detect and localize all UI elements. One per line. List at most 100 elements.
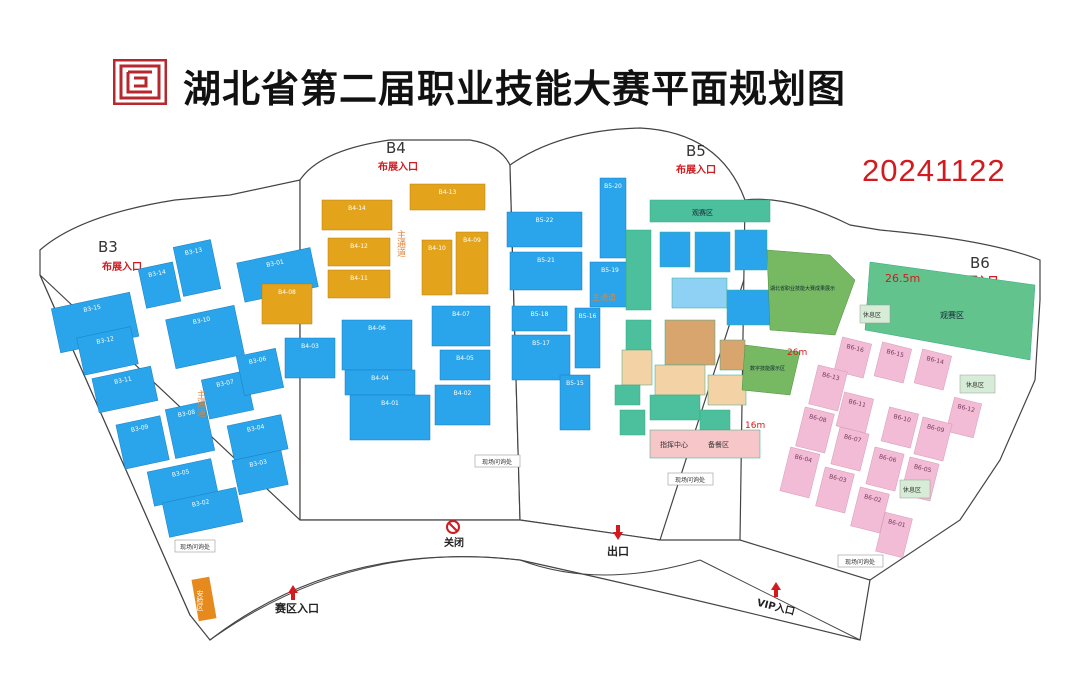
booth-b3-03 bbox=[231, 449, 289, 496]
booth-label-b6-10: B6-10 bbox=[893, 413, 912, 424]
booth-b3-08 bbox=[164, 401, 216, 459]
booth-label-b4-06: B4-06 bbox=[368, 325, 386, 332]
exit-label: 出口 bbox=[607, 544, 629, 558]
booth-label-b3-04: B3-04 bbox=[246, 423, 265, 434]
booth-label-b4-03: B4-03 bbox=[301, 343, 319, 350]
info-desk-2 bbox=[474, 454, 521, 468]
booth-label-b6-01: B6-01 bbox=[887, 518, 906, 529]
booth-b5-20 bbox=[599, 177, 627, 259]
booth-b3-13 bbox=[172, 239, 222, 297]
security-area bbox=[191, 576, 217, 622]
booth-label-b6-03: B6-03 bbox=[828, 473, 847, 484]
booth-label-b4-14: B4-14 bbox=[348, 205, 366, 212]
info-desk-4-label: 现场问询处 bbox=[845, 558, 875, 566]
booth-label-b4-02: B4-02 bbox=[454, 390, 472, 397]
booth-b6-08 bbox=[795, 406, 835, 454]
booth-b3-10 bbox=[165, 304, 245, 370]
b6-dim-265: 26.5m bbox=[885, 272, 920, 285]
hall-b6-label: B6 bbox=[970, 254, 990, 272]
booth-label-b3-11: B3-11 bbox=[114, 375, 133, 386]
booth-b6-09 bbox=[913, 416, 953, 462]
booth-label-b6-13: B6-13 bbox=[821, 371, 840, 382]
booth-label-b3-03: B3-03 bbox=[249, 458, 268, 469]
booth-b4-04 bbox=[344, 369, 416, 396]
booth-label-b3-07: B3-07 bbox=[216, 378, 235, 389]
booth-b6-15 bbox=[873, 341, 912, 384]
rest-area-3-label: 休息区 bbox=[903, 486, 921, 494]
dim-26m: 26m bbox=[787, 348, 807, 358]
aisle-label-1: 主通道 bbox=[395, 229, 406, 258]
booth-label-b6-07: B6-07 bbox=[843, 433, 862, 444]
booth-b6-10 bbox=[880, 406, 919, 449]
booth-label-b4-10: B4-10 bbox=[428, 245, 446, 252]
booth-b6-06 bbox=[865, 446, 905, 492]
hall-b3-label: B3 bbox=[98, 238, 118, 256]
booth-label-b3-02: B3-02 bbox=[191, 498, 210, 509]
aisle-label-2: 主通道 bbox=[195, 389, 206, 418]
booth-label-b3-10: B3-10 bbox=[192, 316, 211, 327]
booth-b6-07 bbox=[830, 426, 870, 472]
hall-b4-entry: 布展入口 bbox=[378, 160, 418, 173]
hall-b3-entry: 布展入口 bbox=[102, 260, 142, 273]
info-desk-2-label: 现场问询处 bbox=[482, 458, 512, 466]
booth-label-b5-20: B5-20 bbox=[604, 183, 622, 190]
main-entry-arrow-icon bbox=[288, 585, 298, 600]
info-desk-1-label: 现场问询处 bbox=[180, 543, 210, 551]
plan-date: 20241122 bbox=[862, 153, 1006, 188]
booth-label-b5-21: B5-21 bbox=[537, 257, 555, 264]
booth-label-b4-11: B4-11 bbox=[350, 275, 368, 282]
booth-b5-17 bbox=[511, 334, 571, 381]
booth-label-b3-14: B3-14 bbox=[148, 269, 167, 280]
booth-label-b4-05: B4-05 bbox=[456, 355, 474, 362]
rest-area-1 bbox=[859, 304, 891, 324]
b6-spectator-label: 观赛区 bbox=[940, 310, 964, 320]
booth-b3-06 bbox=[235, 347, 285, 397]
booth-b6-14 bbox=[913, 348, 952, 391]
green-area-b-label: 数字技能展示区 bbox=[750, 365, 785, 372]
dim-16m: 16m bbox=[745, 421, 765, 431]
booth-label-b5-18: B5-18 bbox=[531, 311, 549, 318]
booth-b6-12 bbox=[945, 396, 982, 439]
booth-b6-03 bbox=[815, 466, 855, 514]
booth-b6-04 bbox=[779, 446, 821, 499]
rest-area-2 bbox=[959, 374, 996, 394]
info-desk-1 bbox=[174, 539, 216, 553]
booth-b3-02 bbox=[161, 487, 244, 538]
booth-b6-16 bbox=[833, 336, 872, 379]
booth-b3-14 bbox=[137, 261, 182, 309]
booth-label-b4-01: B4-01 bbox=[381, 400, 399, 407]
command-center-label: 指挥中心 bbox=[660, 440, 688, 449]
booth-b3-12 bbox=[76, 326, 139, 376]
booth-label-b4-13: B4-13 bbox=[439, 189, 457, 196]
booth-b4-08 bbox=[261, 283, 313, 325]
booth-b3-11 bbox=[91, 365, 159, 414]
booth-b4-05 bbox=[439, 349, 491, 381]
booth-label-b5-15: B5-15 bbox=[566, 380, 584, 387]
hall-b5-entry: 布展入口 bbox=[676, 163, 716, 176]
booth-label-b5-19: B5-19 bbox=[601, 267, 619, 274]
booth-label-b5-17: B5-17 bbox=[532, 340, 550, 347]
main-entry-label: 赛区入口 bbox=[274, 601, 319, 615]
hall-b4-label: B4 bbox=[386, 139, 406, 157]
rest-area-2-label: 休息区 bbox=[966, 381, 984, 389]
booth-label-b6-09: B6-09 bbox=[926, 423, 945, 434]
booth-label-b6-15: B6-15 bbox=[886, 348, 905, 359]
booth-b4-11 bbox=[327, 269, 391, 299]
booth-b4-07 bbox=[431, 305, 491, 347]
booth-label-b5-22: B5-22 bbox=[536, 217, 554, 224]
booth-label-b3-08: B3-08 bbox=[177, 409, 196, 420]
booth-b6-13 bbox=[808, 364, 848, 412]
booth-b4-06 bbox=[341, 319, 413, 371]
booth-label-b6-16: B6-16 bbox=[846, 343, 865, 354]
booth-label-b6-12: B6-12 bbox=[957, 403, 976, 414]
command-center bbox=[649, 429, 761, 459]
booth-b4-09 bbox=[455, 231, 489, 295]
booth-label-b6-14: B6-14 bbox=[926, 355, 945, 366]
booth-label-b4-07: B4-07 bbox=[452, 311, 470, 318]
booth-b4-02 bbox=[434, 384, 491, 426]
booth-label-b6-11: B6-11 bbox=[848, 398, 867, 409]
booth-label-b4-12: B4-12 bbox=[350, 243, 368, 250]
security-label: 安检区 bbox=[196, 589, 204, 611]
booth-label-b3-01: B3-01 bbox=[266, 258, 285, 269]
booth-b4-12 bbox=[327, 237, 391, 267]
